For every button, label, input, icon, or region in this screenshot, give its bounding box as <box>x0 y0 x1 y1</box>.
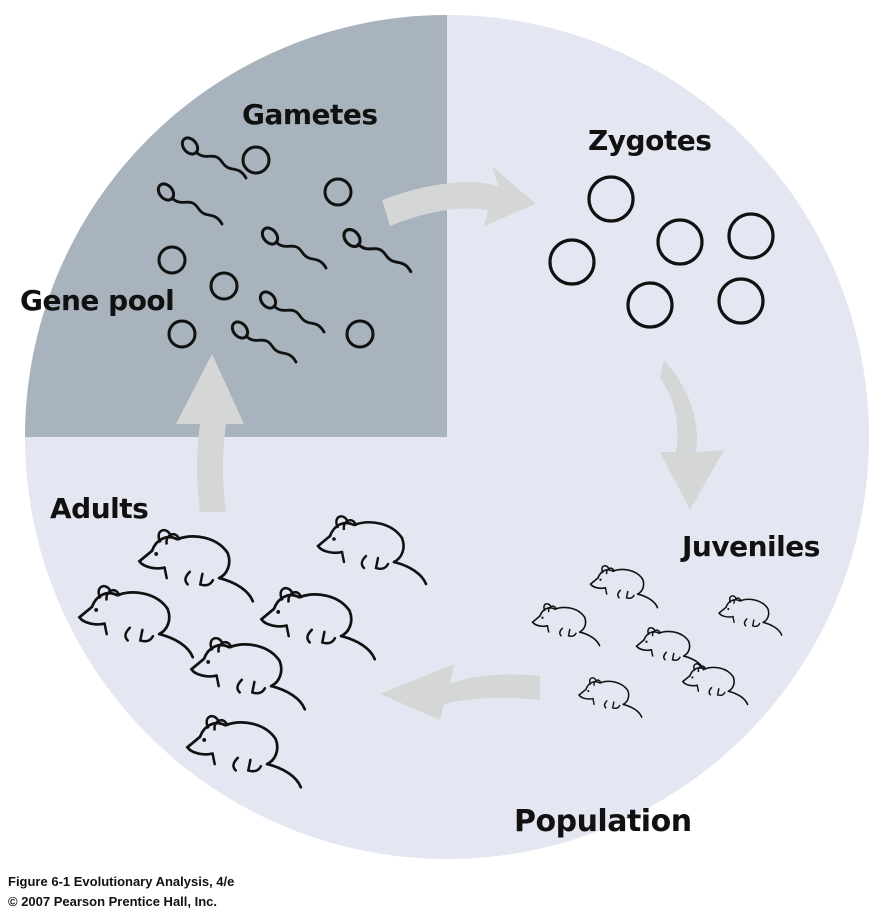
egg-icon <box>167 319 197 349</box>
zygote-icon <box>717 277 765 325</box>
adults-label: Adults <box>50 492 149 525</box>
egg-icon <box>157 245 187 275</box>
zygotes-label: Zygotes <box>588 124 712 157</box>
egg-icon <box>209 271 239 301</box>
egg-icon <box>241 145 271 175</box>
zygote-icon <box>727 212 775 260</box>
egg-icon <box>323 177 353 207</box>
gametes-label: Gametes <box>242 98 378 131</box>
arrow-adults-to-gametes <box>176 354 244 512</box>
arrow-juveniles-to-adults <box>380 664 540 720</box>
juveniles-label: Juveniles <box>682 530 820 563</box>
zygote-icon <box>656 218 704 266</box>
figure-caption: Figure 6-1 Evolutionary Analysis, 4/e <box>8 874 235 889</box>
copyright-caption: © 2007 Pearson Prentice Hall, Inc. <box>8 894 218 909</box>
arrow-gametes-to-zygotes <box>382 166 536 226</box>
zygote-icon <box>626 281 674 329</box>
gene-pool-label: Gene pool <box>20 284 175 317</box>
zygote-icon <box>587 175 635 223</box>
gene-pool-region <box>25 15 447 437</box>
population-label: Population <box>514 804 692 839</box>
egg-icon <box>345 319 375 349</box>
arrow-zygotes-to-juveniles <box>660 360 724 510</box>
zygote-icon <box>548 238 596 286</box>
